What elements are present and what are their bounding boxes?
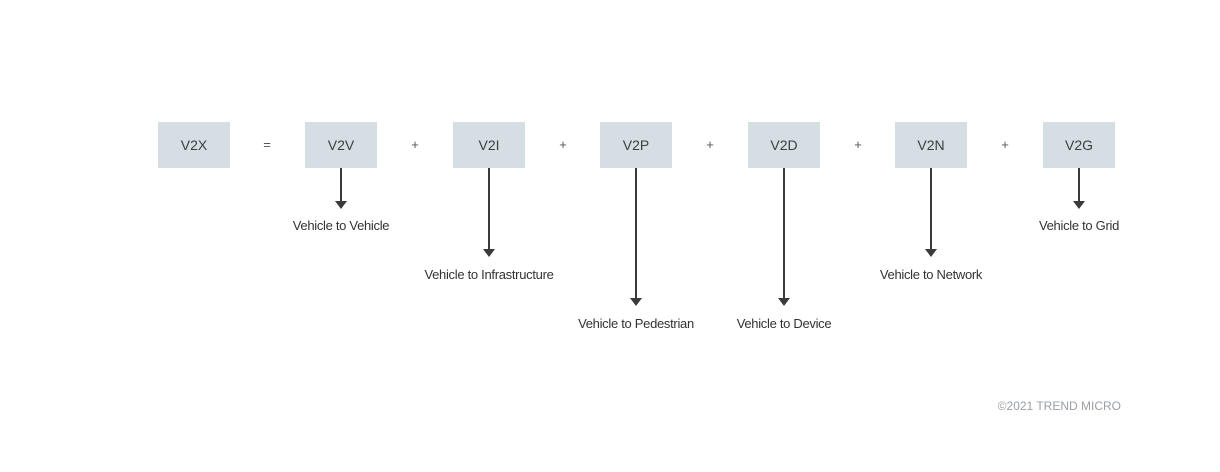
v2d-box: V2D [748,122,820,168]
plus-sign: + [706,137,714,152]
plus-sign: + [1001,137,1009,152]
v2n-label: Vehicle to Network [879,267,983,282]
v2g-label: Vehicle to Grid [1038,218,1120,233]
v2v-label: Vehicle to Vehicle [292,218,390,233]
v2i-arrowhead [483,249,495,257]
v2d-label: Vehicle to Device [736,316,832,331]
v2n-box: V2N [895,122,967,168]
v2p-box: V2P [600,122,672,168]
v2x-box: V2X [158,122,230,168]
copyright-credit: ©2021 TREND MICRO [997,399,1121,413]
v2p-label: Vehicle to Pedestrian [578,316,694,331]
v2d-arrowhead [778,298,790,306]
plus-sign: + [854,137,862,152]
v2g-arrowhead [1073,201,1085,209]
equals-sign: = [263,137,271,152]
plus-sign: + [559,137,567,152]
plus-sign: + [411,137,419,152]
v2n-arrowhead [925,249,937,257]
v2g-box: V2G [1043,122,1115,168]
v2p-arrowhead [630,298,642,306]
v2v-arrowhead [335,201,347,209]
v2i-box: V2I [453,122,525,168]
v2i-label: Vehicle to Infrastructure [424,267,554,282]
v2v-box: V2V [305,122,377,168]
